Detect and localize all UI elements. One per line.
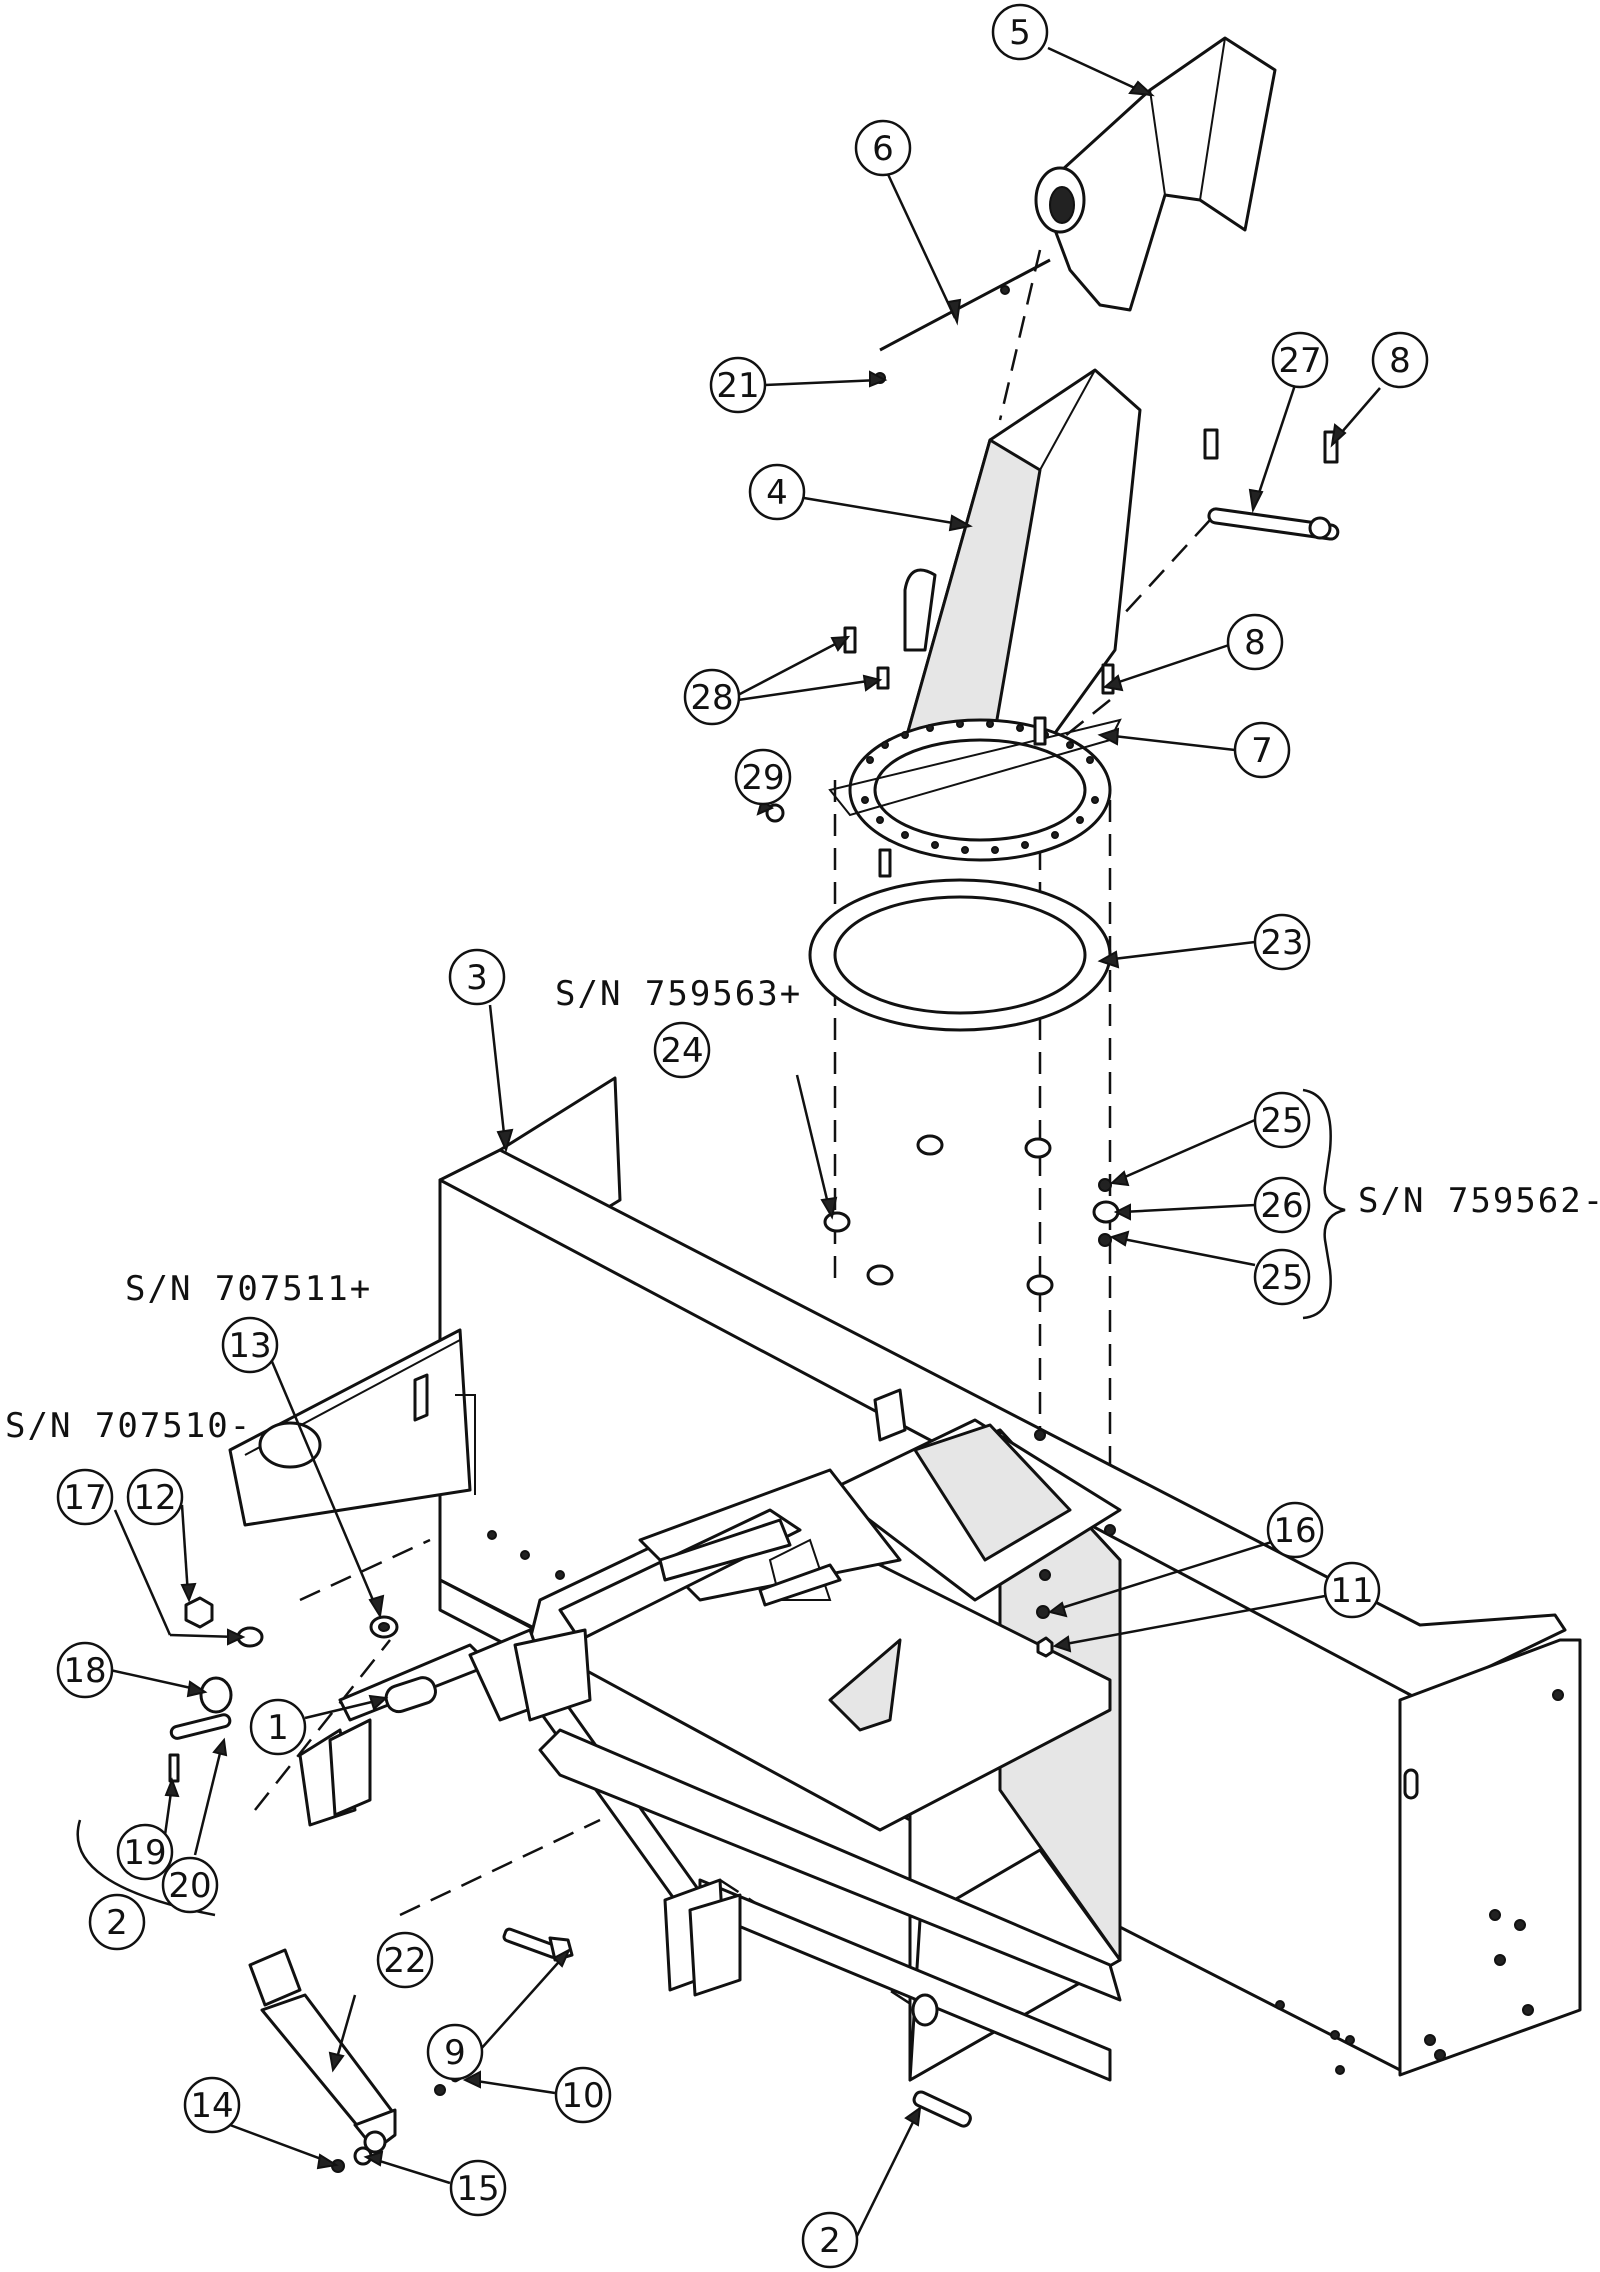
svg-text:24: 24 <box>660 1031 703 1071</box>
svg-text:6: 6 <box>872 129 894 169</box>
callout-20: 20 <box>161 1856 219 1914</box>
callout-25-bottom: 25 <box>1253 1248 1311 1306</box>
callout-10: 10 <box>554 2066 612 2124</box>
svg-text:28: 28 <box>690 678 733 718</box>
callout-29: 29 <box>734 748 792 806</box>
callout-22: 22 <box>376 1931 434 1989</box>
callout-8-mid: 8 <box>1226 613 1284 671</box>
callout-11: 11 <box>1323 1561 1381 1619</box>
svg-text:21: 21 <box>716 366 759 406</box>
svg-text:29: 29 <box>741 758 784 798</box>
svg-text:2: 2 <box>106 1903 128 1943</box>
svg-text:25: 25 <box>1260 1258 1303 1298</box>
callout-17: 17 <box>56 1468 114 1526</box>
callout-12: 12 <box>126 1468 184 1526</box>
svg-text:2: 2 <box>819 2221 841 2261</box>
callout-24: 24 <box>653 1021 711 1079</box>
svg-text:23: 23 <box>1260 923 1303 963</box>
svg-text:11: 11 <box>1330 1571 1373 1611</box>
housing-holes <box>487 1530 1355 2075</box>
callout-9: 9 <box>426 2023 484 2081</box>
leader-lines <box>76 46 1381 2241</box>
svg-text:19: 19 <box>123 1833 166 1873</box>
svg-text:3: 3 <box>466 958 488 998</box>
svg-text:4: 4 <box>766 473 788 513</box>
svg-text:7: 7 <box>1251 731 1273 771</box>
svg-text:16: 16 <box>1273 1511 1316 1551</box>
callout-27: 27 <box>1271 331 1329 389</box>
svg-text:20: 20 <box>168 1866 211 1906</box>
svg-text:13: 13 <box>228 1326 271 1366</box>
serial-note-707510: S/N 707510- <box>5 1406 252 1446</box>
arrowheads <box>164 80 1347 2170</box>
callout-23: 23 <box>1253 913 1311 971</box>
callout-3: 3 <box>448 948 506 1006</box>
callout-6: 6 <box>854 119 912 177</box>
callout-5: 5 <box>991 3 1049 61</box>
svg-text:8: 8 <box>1389 341 1411 381</box>
parts-24-25-26-spacers <box>823 1134 1120 1296</box>
callout-26: 26 <box>1253 1176 1311 1234</box>
svg-text:1: 1 <box>267 1708 289 1748</box>
svg-text:25: 25 <box>1260 1101 1303 1141</box>
callout-2-left: 2 <box>88 1893 146 1951</box>
svg-text:9: 9 <box>444 2033 466 2073</box>
end-plate-holes <box>1424 1689 1564 2061</box>
serial-note-759562: S/N 759562- <box>1358 1181 1600 1221</box>
svg-text:27: 27 <box>1278 341 1321 381</box>
svg-text:26: 26 <box>1260 1186 1303 1226</box>
part-7-rotation-ring <box>828 626 1122 878</box>
part-3-blower-housing <box>228 1076 1582 2082</box>
callout-7: 7 <box>1233 721 1291 779</box>
serial-note-707511: S/N 707511+ <box>125 1269 372 1309</box>
svg-text:18: 18 <box>63 1651 106 1691</box>
callout-1: 1 <box>249 1698 307 1756</box>
callout-4: 4 <box>748 463 806 521</box>
callout-15: 15 <box>449 2159 507 2217</box>
serial-notes: S/N 759563+ S/N 759562- S/N 707511+ S/N … <box>5 974 1600 1446</box>
callout-16: 16 <box>1266 1501 1324 1559</box>
callout-13: 13 <box>221 1316 279 1374</box>
callout-2-bottom: 2 <box>801 2211 859 2269</box>
svg-text:17: 17 <box>63 1478 106 1518</box>
svg-text:10: 10 <box>561 2076 604 2116</box>
part-4-discharge-chute <box>888 368 1142 802</box>
callout-25-top: 25 <box>1253 1091 1311 1149</box>
callout-14: 14 <box>183 2076 241 2134</box>
small-hardware <box>168 1596 1054 2173</box>
svg-text:8: 8 <box>1244 623 1266 663</box>
svg-text:15: 15 <box>456 2169 499 2209</box>
callout-8-top: 8 <box>1371 331 1429 389</box>
svg-text:12: 12 <box>133 1478 176 1518</box>
svg-text:22: 22 <box>383 1941 426 1981</box>
callout-18: 18 <box>56 1641 114 1699</box>
serial-note-759563: S/N 759563+ <box>555 974 802 1014</box>
part-27-handle <box>1203 428 1340 541</box>
part-23-gasket <box>808 878 1112 1032</box>
callout-bubbles: 5 6 21 27 8 4 8 28 7 29 23 3 24 25 26 25… <box>56 3 1429 2269</box>
callout-19: 19 <box>116 1823 174 1881</box>
callout-28: 28 <box>683 668 741 726</box>
svg-text:5: 5 <box>1009 13 1031 53</box>
svg-text:14: 14 <box>190 2086 233 2126</box>
callout-21: 21 <box>709 356 767 414</box>
part-5-deflector-hood <box>1034 36 1277 312</box>
